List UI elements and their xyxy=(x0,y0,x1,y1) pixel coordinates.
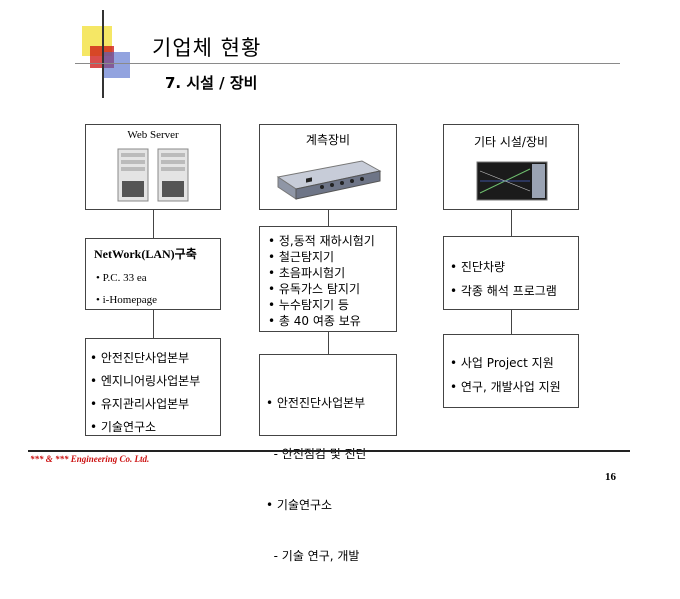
list-item: • 총 40 여종 보유 xyxy=(268,314,361,328)
header-rule xyxy=(75,63,620,64)
org-list: • 안전진단사업본부 - 안전점검 및 진단 • 기술연구소 - 기술 연구, … xyxy=(266,361,367,599)
connector-line xyxy=(511,210,512,236)
footer-rule xyxy=(28,450,630,452)
network-title: NetWork(LAN)구축 xyxy=(94,247,197,261)
measurement-list: • 정,동적 재하시험기 • 철근탐지기 • 초음파시험기 • 유독가스 탐지기… xyxy=(268,233,375,329)
other-list: • 진단차량 • 각종 해석 프로그램 xyxy=(450,255,557,303)
server-towers-icon xyxy=(117,148,189,202)
web-server-label: Web Server xyxy=(127,129,179,141)
list-item: • P.C. 33 ea xyxy=(96,272,147,284)
header-logo xyxy=(70,10,150,100)
list-item: • 정,동적 재하시험기 xyxy=(268,234,375,248)
list-item: • 유독가스 탐지기 xyxy=(268,282,360,296)
list-item: • 유지관리사업본부 xyxy=(90,397,190,411)
logo-blue-square xyxy=(104,52,130,78)
other-equipment-label: 기타 시설/장비 xyxy=(473,135,549,149)
list-item: - 기술 연구, 개발 xyxy=(266,549,360,563)
measurement-device-icon xyxy=(276,160,382,200)
list-item: • 안전진단사업본부 xyxy=(90,351,190,365)
measurement-label: 계측장비 xyxy=(305,133,351,147)
list-item: • 기술연구소 xyxy=(266,498,333,512)
page-subtitle: 7. 시설 / 장비 xyxy=(165,74,258,92)
measurement-box: 계측장비 xyxy=(259,124,397,210)
list-item: • 철근탐지기 xyxy=(268,250,335,264)
list-item: • 누수탐지기 등 xyxy=(268,298,349,312)
page-number: 16 xyxy=(605,471,616,483)
list-item: - 안전점검 및 진단 xyxy=(266,447,367,461)
other-equipment-box: 기타 시설/장비 xyxy=(443,124,579,210)
page-title: 기업체 현황 xyxy=(152,36,262,60)
org-list: • 안전진단사업본부 • 엔지니어링사업본부 • 유지관리사업본부 • 기술연구… xyxy=(90,347,200,439)
list-item: • i-Homepage xyxy=(96,294,157,306)
connector-line xyxy=(153,310,154,338)
network-box: NetWork(LAN)구축 • P.C. 33 ea • i-Homepage xyxy=(85,238,221,310)
network-list: • P.C. 33 ea • i-Homepage xyxy=(96,267,157,311)
monitor-screen-icon xyxy=(476,161,548,201)
measurement-list-box: • 정,동적 재하시험기 • 철근탐지기 • 초음파시험기 • 유독가스 탐지기… xyxy=(259,226,397,332)
list-item: • 사업 Project 지원 xyxy=(450,356,554,370)
other-list-box: • 진단차량 • 각종 해석 프로그램 xyxy=(443,236,579,310)
list-item: • 엔지니어링사업본부 xyxy=(90,374,201,388)
support-list: • 사업 Project 지원 • 연구, 개발사업 지원 xyxy=(450,351,561,399)
list-item: • 기술연구소 xyxy=(90,420,157,434)
logo-vertical-line xyxy=(102,10,104,98)
connector-line xyxy=(328,210,329,226)
list-item: • 초음파시험기 xyxy=(268,266,346,280)
list-item: • 안전진단사업본부 xyxy=(266,396,366,410)
footer-company: *** & *** Engineering Co. Ltd. xyxy=(30,454,150,464)
org-box-1: • 안전진단사업본부 • 엔지니어링사업본부 • 유지관리사업본부 • 기술연구… xyxy=(85,338,221,436)
org-box-2: • 안전진단사업본부 - 안전점검 및 진단 • 기술연구소 - 기술 연구, … xyxy=(259,354,397,563)
connector-line xyxy=(328,332,329,354)
list-item: • 진단차량 xyxy=(450,260,506,274)
list-item: • 연구, 개발사업 지원 xyxy=(450,380,561,394)
web-server-box: Web Server xyxy=(85,124,221,210)
connector-line xyxy=(153,210,154,238)
list-item: • 각종 해석 프로그램 xyxy=(450,284,557,298)
connector-line xyxy=(511,310,512,334)
support-box: • 사업 Project 지원 • 연구, 개발사업 지원 xyxy=(443,334,579,408)
